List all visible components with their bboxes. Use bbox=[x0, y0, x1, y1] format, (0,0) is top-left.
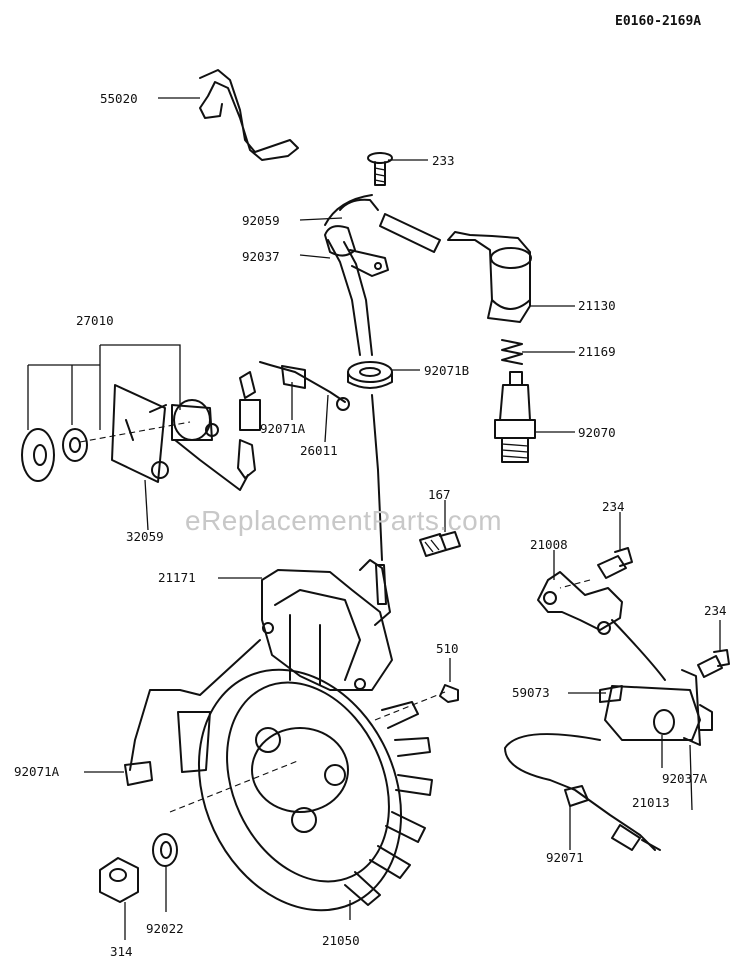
key-510[interactable] bbox=[439, 684, 459, 703]
part-label-21008[interactable]: 21008 bbox=[530, 537, 568, 552]
stop-switch-27010[interactable] bbox=[21, 344, 256, 491]
part-label-234-top[interactable]: 234 bbox=[602, 499, 625, 514]
sensor-wire-92071[interactable] bbox=[504, 619, 666, 851]
nut-314[interactable] bbox=[99, 857, 139, 903]
hose-92059[interactable] bbox=[324, 194, 389, 356]
screw-234-top[interactable] bbox=[597, 547, 633, 579]
flywheel-21050[interactable] bbox=[161, 637, 446, 944]
part-label-167[interactable]: 167 bbox=[428, 487, 451, 502]
wire-bracket-55020[interactable] bbox=[199, 69, 299, 161]
part-label-27010[interactable]: 27010 bbox=[76, 313, 114, 328]
switch-21013[interactable] bbox=[599, 669, 713, 746]
spark-plug-92070[interactable] bbox=[494, 371, 536, 463]
part-label-32059[interactable]: 32059 bbox=[126, 529, 164, 544]
part-label-234-right[interactable]: 234 bbox=[704, 603, 727, 618]
coil-wire[interactable] bbox=[371, 394, 387, 605]
part-label-233[interactable]: 233 bbox=[432, 153, 455, 168]
part-label-55020[interactable]: 55020 bbox=[100, 91, 138, 106]
part-label-21013[interactable]: 21013 bbox=[632, 795, 670, 810]
part-label-92059[interactable]: 92059 bbox=[242, 213, 280, 228]
watermark: eReplacementParts.com bbox=[185, 505, 503, 536]
diagram-reference-number: E0160-2169A bbox=[615, 14, 702, 29]
leader-lines bbox=[84, 97, 721, 940]
part-label-92022[interactable]: 92022 bbox=[146, 921, 184, 936]
part-label-26011[interactable]: 26011 bbox=[300, 443, 338, 458]
screw-233[interactable] bbox=[367, 152, 393, 186]
part-label-92071A-top[interactable]: 92071A bbox=[260, 421, 306, 436]
plug-cap-21130[interactable] bbox=[379, 213, 532, 323]
ignition-coil-21171[interactable] bbox=[261, 559, 393, 691]
part-label-314[interactable]: 314 bbox=[110, 944, 133, 959]
grommet-92071B[interactable] bbox=[347, 361, 393, 389]
bracket-21008[interactable] bbox=[537, 571, 623, 635]
terminal-92071A-left[interactable] bbox=[124, 639, 261, 786]
part-label-21050[interactable]: 21050 bbox=[322, 933, 360, 948]
part-label-92071A-left[interactable]: 92071A bbox=[14, 764, 60, 779]
part-label-92037A[interactable]: 92037A bbox=[662, 771, 708, 786]
part-label-21130[interactable]: 21130 bbox=[578, 298, 616, 313]
part-label-92071B[interactable]: 92071B bbox=[424, 363, 470, 378]
part-label-21171[interactable]: 21171 bbox=[158, 570, 196, 585]
bolt-167[interactable] bbox=[419, 531, 461, 557]
washer-92022[interactable] bbox=[152, 833, 178, 867]
spring-21169[interactable] bbox=[501, 339, 523, 365]
part-label-59073[interactable]: 59073 bbox=[512, 685, 550, 700]
lead-wire-26011[interactable] bbox=[239, 361, 350, 431]
part-label-92037[interactable]: 92037 bbox=[242, 249, 280, 264]
part-label-21169[interactable]: 21169 bbox=[578, 344, 616, 359]
part-label-92071[interactable]: 92071 bbox=[546, 850, 584, 865]
part-label-510[interactable]: 510 bbox=[436, 641, 459, 656]
part-label-92070[interactable]: 92070 bbox=[578, 425, 616, 440]
screw-234-right[interactable] bbox=[697, 649, 730, 678]
